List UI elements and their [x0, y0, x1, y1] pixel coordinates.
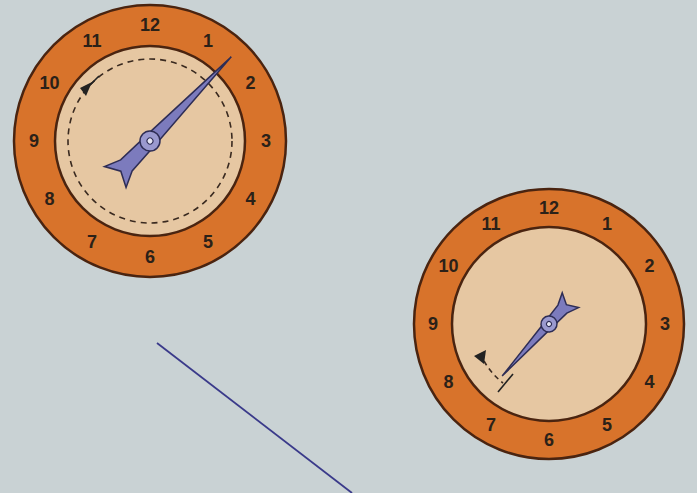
dial-number: 9	[428, 315, 438, 333]
dial-number: 4	[644, 373, 654, 391]
dial-number: 1	[203, 32, 213, 50]
dial-number: 10	[438, 257, 458, 275]
dial-number: 8	[44, 190, 54, 208]
dial-number: 1	[602, 215, 612, 233]
dial-number: 5	[203, 233, 213, 251]
dial-number: 9	[29, 132, 39, 150]
dial-number: 4	[245, 190, 255, 208]
dial-number: 2	[245, 74, 255, 92]
dial-number: 10	[39, 74, 59, 92]
dial-number: 6	[544, 431, 554, 449]
dial-number: 11	[82, 32, 101, 50]
dial-number: 8	[443, 373, 453, 391]
dial-number: 7	[486, 416, 496, 434]
dial-number: 12	[539, 199, 559, 217]
dial-number: 2	[644, 257, 654, 275]
right-dial	[414, 189, 684, 459]
blue-line	[157, 343, 352, 493]
dial-number: 6	[145, 248, 155, 266]
dial-number: 12	[140, 16, 160, 34]
dial-number: 3	[660, 315, 670, 333]
dial-number: 11	[481, 215, 500, 233]
left-dial	[14, 5, 286, 277]
dial-number: 5	[602, 416, 612, 434]
dial-number: 3	[261, 132, 271, 150]
dial-number: 7	[87, 233, 97, 251]
